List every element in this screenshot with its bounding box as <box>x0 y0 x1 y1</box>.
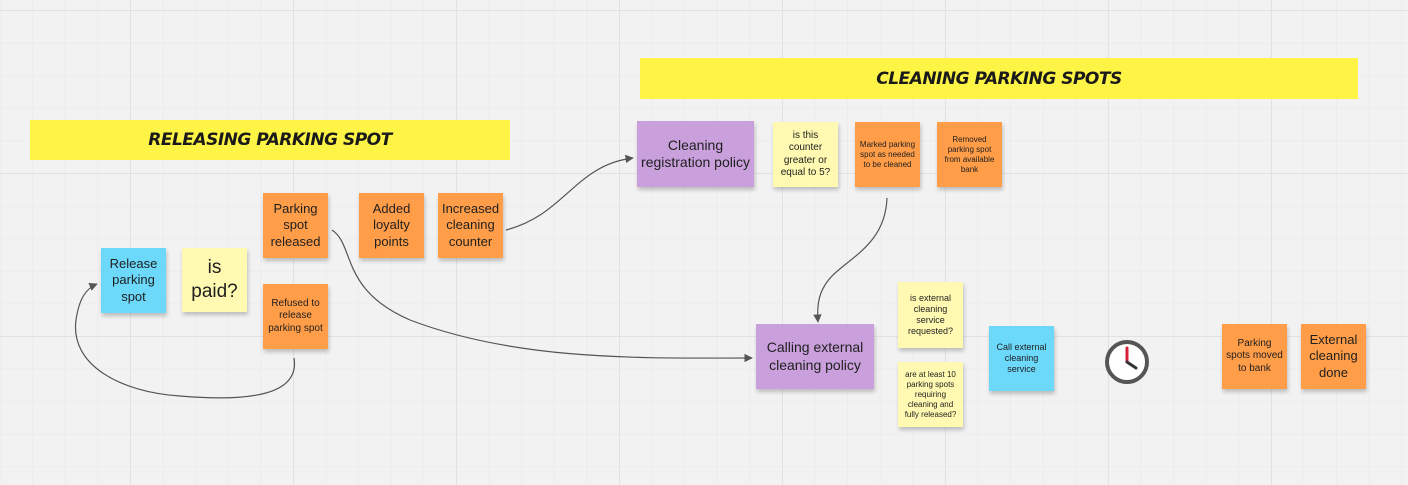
note-removed-parking-spot-label: Removed parking spot from available bank <box>944 134 995 174</box>
note-is-external-cleaning-requested[interactable]: is external cleaning service requested? <box>898 282 963 348</box>
note-parking-spots-moved-to-bank-label: Parking spots moved to bank <box>1226 337 1283 374</box>
note-calling-external-cleaning-policy-label: Calling external cleaning policy <box>766 339 864 373</box>
note-marked-parking-spot[interactable]: Marked parking spot as needed to be clea… <box>855 122 920 187</box>
clock-icon <box>1105 340 1149 384</box>
note-is-paid[interactable]: is paid? <box>182 248 247 312</box>
note-cleaning-registration-policy-label: Cleaning registration policy <box>641 136 750 171</box>
note-is-counter-greater-label: is this counter greater or equal to 5? <box>780 129 831 179</box>
note-calling-external-cleaning-policy[interactable]: Calling external cleaning policy <box>756 324 874 389</box>
banner-releasing-label: RELEASING PARKING SPOT <box>148 130 392 150</box>
note-at-least-10-spots-label: are at least 10 parking spots requiring … <box>904 369 957 419</box>
note-increased-cleaning-counter[interactable]: Increased cleaning counter <box>438 193 503 258</box>
note-marked-parking-spot-label: Marked parking spot as needed to be clea… <box>859 139 916 169</box>
note-removed-parking-spot[interactable]: Removed parking spot from available bank <box>937 122 1002 187</box>
note-is-counter-greater[interactable]: is this counter greater or equal to 5? <box>773 122 838 187</box>
note-parking-spot-released[interactable]: Parking spot released <box>263 193 328 258</box>
note-parking-spot-released-label: Parking spot released <box>270 201 321 249</box>
note-external-cleaning-done-label: External cleaning done <box>1309 332 1358 380</box>
note-release-parking-spot[interactable]: Release parking spot <box>101 248 166 313</box>
note-parking-spots-moved-to-bank[interactable]: Parking spots moved to bank <box>1222 324 1287 389</box>
note-call-external-cleaning-service-label: Call external cleaning service <box>996 341 1047 375</box>
note-cleaning-registration-policy[interactable]: Cleaning registration policy <box>637 121 754 187</box>
note-refused-to-release-label: Refused to release parking spot <box>268 297 323 334</box>
connector-released-to-calling-policy <box>331 229 753 363</box>
note-added-loyalty-points[interactable]: Added loyalty points <box>359 193 424 258</box>
note-at-least-10-spots[interactable]: are at least 10 parking spots requiring … <box>898 362 963 427</box>
note-added-loyalty-points-label: Added loyalty points <box>372 201 411 249</box>
banner-releasing-parking-spot[interactable]: RELEASING PARKING SPOT <box>30 120 510 160</box>
connector-counter-to-registration <box>505 154 634 231</box>
note-release-parking-spot-label: Release parking spot <box>109 256 158 304</box>
banner-cleaning-label: CLEANING PARKING SPOTS <box>876 68 1122 89</box>
note-increased-cleaning-counter-label: Increased cleaning counter <box>441 201 500 249</box>
connector-marked-to-calling-policy <box>813 197 888 323</box>
note-is-external-cleaning-requested-label: is external cleaning service requested? <box>907 292 954 337</box>
banner-cleaning-parking-spots[interactable]: CLEANING PARKING SPOTS <box>640 58 1358 99</box>
note-call-external-cleaning-service[interactable]: Call external cleaning service <box>989 326 1054 391</box>
note-external-cleaning-done[interactable]: External cleaning done <box>1301 324 1366 389</box>
note-is-paid-label: is paid? <box>191 257 238 302</box>
connector-refused-to-release <box>74 283 296 399</box>
note-refused-to-release[interactable]: Refused to release parking spot <box>263 284 328 349</box>
